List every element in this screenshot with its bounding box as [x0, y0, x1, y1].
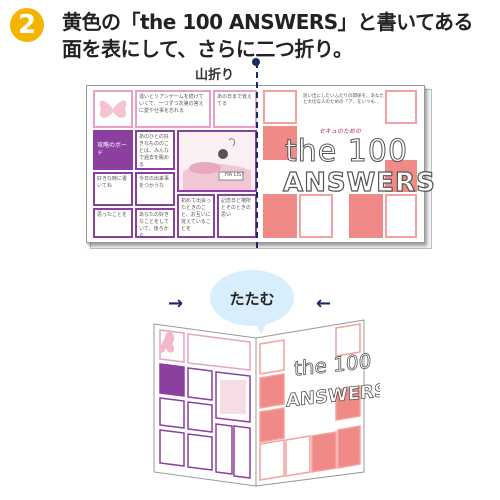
instruction-line-2: 面を表にして、さらに二つ折り。: [62, 37, 353, 61]
cover-tag: セキュのための: [319, 128, 362, 135]
cover-grid-cell-filled: [263, 194, 297, 238]
panel-text-4: あのひとの好きなもののことは、みんなで過去を眺める: [135, 130, 175, 170]
arrow-right-icon: →: [168, 293, 184, 314]
panel-text-6: 好きな時に書いてね: [93, 172, 133, 206]
panel-text-10: 初めて出会ったときのこと、お互いに覚えていることを: [177, 194, 215, 238]
fold-type-label: 山折り: [195, 68, 235, 83]
panel-text-8: 思ったことを: [93, 208, 133, 238]
arrow-left-icon: ←: [316, 293, 332, 314]
cover-grid-cell-filled: [263, 126, 297, 160]
fold-action-bubble: たたむ: [210, 270, 294, 326]
panel-text-2: あの日まで覚えてる: [213, 90, 257, 128]
cover-grid-cell-filled: [349, 194, 383, 238]
illustration-caption: HA LIST: [225, 172, 245, 178]
cover-grid-cell-filled: [385, 160, 417, 192]
bubble-tail: [254, 320, 268, 334]
sleeping-couple-illustration: [179, 132, 255, 190]
butterfly-icon: [159, 331, 175, 353]
butterfly-cell: [93, 90, 133, 128]
panel-text-9: あなたの好きなことをしていて、後ろから: [135, 208, 175, 239]
unfolded-sheet: 違いとリアンゲームを続けていくて、一つずつ次第の答えに愛や仕事を忘れる あの日ま…: [86, 85, 435, 243]
cover-note: 思い出にしたいふたりの関係を、あなたと大切な人のための「ア…をいつも…: [303, 94, 384, 105]
cover-title-top: the 100: [284, 134, 409, 170]
instruction-line-1: 黄色の「the 100 ANSWERS」と書いてある: [62, 10, 474, 34]
step-number-badge: 2: [10, 8, 44, 42]
panel-text-7: 今日の出来事をつかうな: [135, 172, 175, 206]
butterfly-icon: [99, 100, 127, 118]
cover-title-bottom: ANSWERS: [282, 167, 436, 198]
cover-grid-cell: [385, 194, 417, 238]
cover-grid-cell: [299, 194, 333, 238]
panel-board-label: 攻略のボード: [93, 130, 133, 170]
panel-text-11: 記念日と場所とそのときの思い: [217, 194, 257, 238]
cover-grid-cell: [385, 90, 417, 124]
panel-text-1: 違いとリアンゲームを続けていくて、一つずつ次第の答えに愛や仕事を忘れる: [135, 90, 211, 128]
folded-booklet: the 100 ANSWERS: [153, 319, 380, 487]
manga-illustration-cell: HA LIST: [177, 130, 257, 192]
fold-line: [256, 62, 258, 248]
cover-grid-cell: [263, 90, 297, 124]
illustration-thumbnail: [220, 380, 246, 414]
fold-action-label: たたむ: [229, 289, 275, 308]
